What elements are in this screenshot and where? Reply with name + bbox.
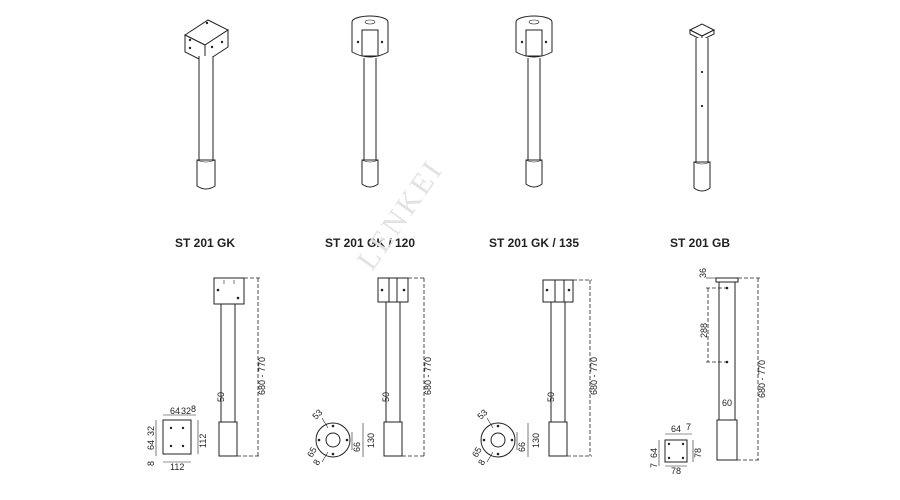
dim-top-offset: 36 (698, 268, 708, 278)
dim-angle-b: 65 (305, 445, 319, 459)
product-title-st201gk-120: ST 201 GK / 120 (324, 236, 416, 250)
dim-tube-diameter-135: 50 (546, 392, 556, 402)
dim-hole-small-135: 66 (517, 442, 527, 452)
dim-plate-bottom: 112 (170, 462, 184, 472)
dim-flange-height: 130 (366, 433, 376, 448)
plate-plan-st201gb: 64 7 64 7 78 78 (649, 422, 703, 476)
dim-bracket-135: 53 (475, 407, 489, 421)
product-title-st201gb: ST 201 GB (669, 236, 731, 250)
dim-gb-plate-top-right: 7 (686, 422, 691, 432)
dim-gb-plate-right: 78 (693, 448, 703, 458)
dim-angle-a: 8 (311, 458, 322, 467)
flange-plan-st201gk-135: 53 66 130 8 65 (470, 407, 541, 467)
dim-plate-left-bottom: 8 (146, 461, 156, 466)
dim-height-range-120: 680 - 770 (423, 357, 433, 395)
dim-tube-diameter: 50 (216, 392, 226, 402)
iso-view-st201gb (688, 23, 716, 192)
dim-bracket: 53 (310, 407, 324, 421)
iso-view-st201gk-120 (351, 15, 389, 188)
elevation-st201gb: 680 - 770 36 288 60 (698, 268, 767, 461)
dim-tube-diameter-120: 50 (381, 392, 391, 402)
dim-angle-a-135: 8 (476, 458, 487, 467)
dim-gb-plate-bottom: 78 (671, 466, 681, 476)
dim-height-range: 680 - 770 (257, 357, 267, 395)
dim-gb-plate-top: 64 (671, 424, 681, 434)
dim-plate-top: 64 (170, 406, 180, 416)
dim-flange-height-135: 130 (531, 433, 541, 448)
elevation-st201gk-135: 680 - 770 50 (542, 279, 599, 457)
product-title-st201gk-135: ST 201 GK / 135 (488, 236, 580, 250)
dim-tube-diameter-gb: 60 (722, 398, 732, 408)
dim-gb-plate-left: 64 (649, 448, 659, 458)
flange-plan-st201gk-120: 53 66 130 8 65 (305, 407, 376, 467)
dim-plate-left: 64 (146, 440, 156, 450)
iso-view-st201gk (183, 19, 230, 190)
elevation-st201gk: 680 - 770 50 (213, 277, 267, 457)
dim-hole-small: 66 (352, 442, 362, 452)
product-title-st201gk: ST 201 GK (174, 236, 236, 250)
dim-angle-b-135: 65 (470, 445, 484, 459)
elevation-st201gk-120: 680 - 770 50 (377, 277, 433, 457)
dim-hole-spacing: 288 (699, 323, 709, 338)
dim-plate-top-small: 32 (181, 406, 191, 416)
iso-view-st201gk-135 (515, 15, 553, 188)
dim-height-range-135: 680 - 770 (589, 357, 599, 395)
dim-plate-top-right: 8 (191, 404, 196, 414)
dim-height-range-gb: 680 - 770 (757, 360, 767, 398)
dim-gb-plate-left-small: 7 (649, 463, 659, 468)
plate-plan-st201gk: 64 32 8 64 32 8 112 112 (146, 404, 208, 472)
dim-plate-left-small: 32 (146, 426, 156, 436)
dim-plate-right: 112 (198, 434, 208, 448)
